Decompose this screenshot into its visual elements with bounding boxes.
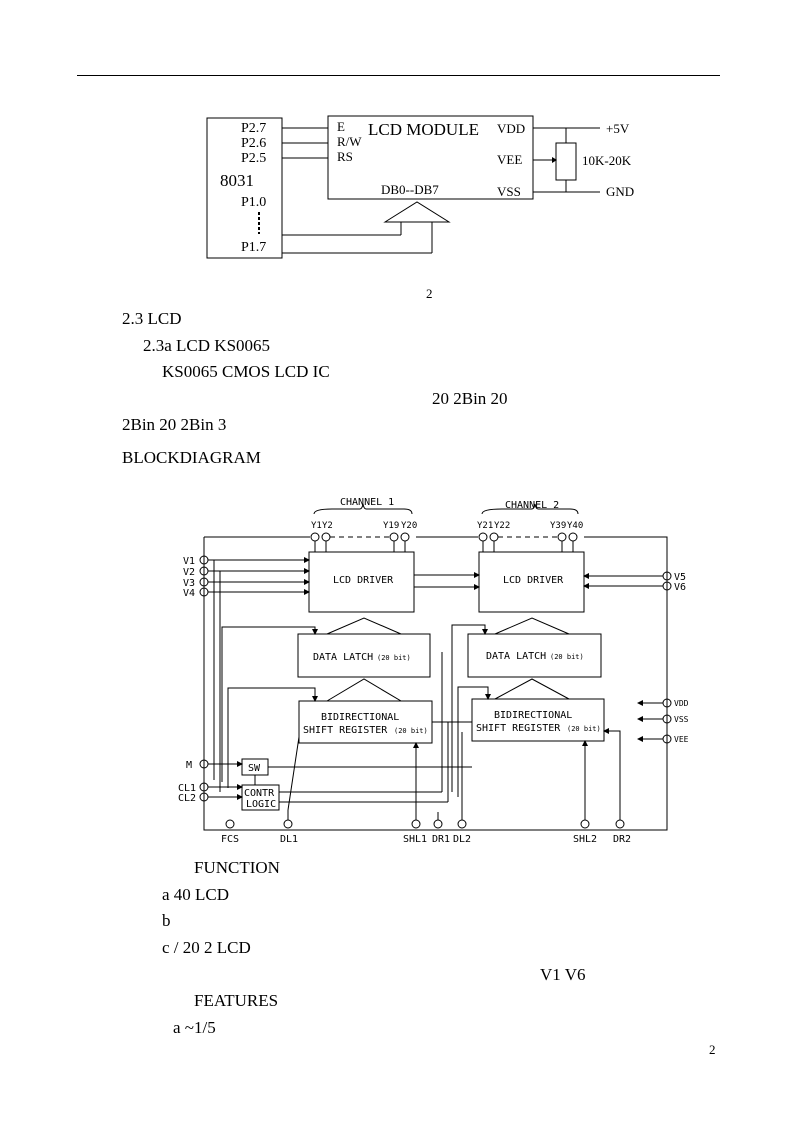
- lcd-driver-1: LCD DRIVER: [333, 575, 394, 586]
- y21-label: Y21: [477, 521, 493, 531]
- y19-label: Y19: [383, 521, 399, 531]
- dr1-pin: DR1: [432, 834, 450, 845]
- data-latch-2: DATA LATCH: [486, 651, 546, 662]
- function-c-cont: V1 V6: [540, 965, 586, 984]
- bidir-2: BIDIRECTIONAL: [494, 710, 572, 721]
- vss-label: VSS: [674, 715, 689, 724]
- data-latch-1-bits: (20 bit): [377, 654, 411, 662]
- logic-label: LOGIC: [246, 799, 276, 810]
- m-label: M: [186, 760, 192, 771]
- function-c: c / 20 2 LCD: [162, 938, 251, 957]
- section-heading: 2.3 LCD: [122, 309, 182, 328]
- gnd-label: GND: [606, 184, 634, 199]
- shl2-pin: SHL2: [573, 834, 597, 845]
- dr2-pin: DR2: [613, 834, 631, 845]
- header-rule: [77, 75, 720, 76]
- data-latch-1: DATA LATCH: [313, 652, 373, 663]
- para-line-3: 2Bin 20 2Bin 3: [122, 415, 227, 434]
- sw-label: SW: [248, 763, 261, 774]
- shl1-pin: SHL1: [403, 834, 427, 845]
- contr-label: CONTR: [244, 788, 275, 799]
- lcd-wiring-figure: P2.7 P2.6 P2.5 8031 P1.0 P1.7 E R/W RS L…: [206, 115, 634, 259]
- pot-label: 10K-20K: [582, 153, 632, 168]
- v1-label: V1: [183, 556, 195, 567]
- y2-label: Y2: [322, 521, 333, 531]
- cl2-label: CL2: [178, 793, 196, 804]
- para-line-1: KS0065 CMOS LCD IC: [162, 362, 330, 381]
- features-heading: FEATURES: [194, 991, 279, 1010]
- bidir-1: BIDIRECTIONAL: [321, 712, 399, 723]
- dl2-pin: DL2: [453, 834, 471, 845]
- subsection-heading: 2.3a LCD KS0065: [143, 336, 271, 355]
- v3-label: V3: [183, 578, 195, 589]
- page-number: 2: [709, 1042, 716, 1057]
- block-diagram: CHANNEL 1 CHANNEL 2 Y1 Y2 Y19 Y20 Y21 Y2…: [178, 497, 689, 845]
- pin-rw: R/W: [337, 134, 362, 149]
- mcu-label: 8031: [220, 171, 254, 190]
- lcd-driver-2: LCD DRIVER: [503, 575, 564, 586]
- plus5v-label: +5V: [606, 121, 630, 136]
- data-latch-2-bits: (20 bit): [550, 653, 584, 661]
- pin-vee: VEE: [497, 152, 522, 167]
- pin-p17: P1.7: [241, 240, 266, 255]
- channel-2-label: CHANNEL 2: [505, 500, 559, 511]
- pin-vss: VSS: [497, 184, 521, 199]
- y39-label: Y39: [550, 521, 566, 531]
- features-a: a ~1/5: [173, 1018, 216, 1037]
- dl1-pin: DL1: [280, 834, 298, 845]
- pin-rs: RS: [337, 149, 353, 164]
- function-heading: FUNCTION: [194, 858, 280, 877]
- shift-reg-2: SHIFT REGISTER: [476, 723, 561, 734]
- pin-p25: P2.5: [241, 151, 266, 166]
- v2-label: V2: [183, 567, 195, 578]
- module-title: LCD MODULE: [368, 120, 479, 139]
- y40-label: Y40: [567, 521, 583, 531]
- function-a: a 40 LCD: [162, 885, 230, 904]
- pin-p27: P2.7: [241, 121, 266, 136]
- function-b: b: [162, 911, 171, 930]
- vdd-label: VDD: [674, 699, 689, 708]
- pin-vdd: VDD: [497, 121, 525, 136]
- data-bus-label: DB0--DB7: [381, 182, 439, 197]
- pin-p26: P2.6: [241, 136, 266, 151]
- para-line-2: 20 2Bin 20: [432, 389, 508, 408]
- shift-reg-2-bits: (20 bit): [567, 725, 601, 733]
- vee-label: VEE: [674, 735, 689, 744]
- y20-label: Y20: [401, 521, 417, 531]
- fcs-pin: FCS: [221, 834, 239, 845]
- cl1-label: CL1: [178, 783, 196, 794]
- shift-reg-1: SHIFT REGISTER: [303, 725, 388, 736]
- v4-label: V4: [183, 588, 195, 599]
- channel-1-label: CHANNEL 1: [340, 497, 394, 508]
- blockdiagram-heading: BLOCKDIAGRAM: [122, 448, 261, 467]
- v5-label: V5: [674, 572, 686, 583]
- figure-caption: 2: [426, 286, 433, 301]
- y1-label: Y1: [311, 521, 322, 531]
- v6-label: V6: [674, 582, 686, 593]
- pin-e: E: [337, 119, 345, 134]
- pin-p10: P1.0: [241, 195, 266, 210]
- y22-label: Y22: [494, 521, 510, 531]
- shift-reg-1-bits: (20 bit): [394, 727, 428, 735]
